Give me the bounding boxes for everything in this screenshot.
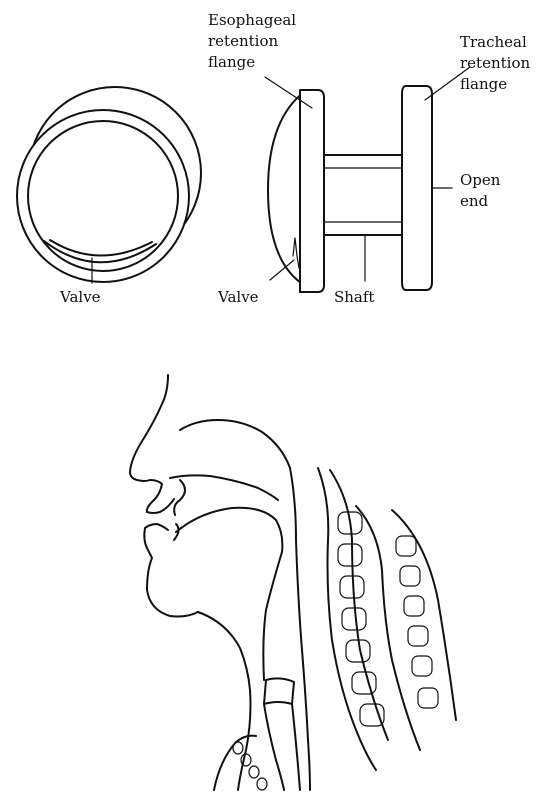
label-open-2: end [460, 192, 489, 210]
nasal-floor [180, 420, 290, 468]
vertebra [342, 608, 366, 630]
posterior-pharyngeal-wall [290, 468, 310, 790]
shaft [320, 155, 410, 235]
label-tracheal-1: Tracheal [460, 33, 527, 51]
front-view [17, 87, 201, 283]
spinous-process [418, 688, 438, 708]
tracheal-ring [249, 766, 259, 778]
vertebra [338, 544, 362, 566]
tracheal-ring [257, 778, 267, 790]
tongue [176, 508, 282, 552]
tracheal-ring [241, 754, 251, 766]
label-valve-left: Valve [59, 288, 101, 306]
label-tracheal-3: flange [460, 75, 507, 93]
label-valve-right: Valve [217, 288, 259, 306]
spinous-process [400, 566, 420, 586]
trachea-front [264, 704, 284, 790]
spine-canal-back [356, 506, 420, 750]
side-view [265, 67, 470, 292]
hard-palate [170, 475, 278, 500]
label-esophageal-1: Esophageal [208, 11, 296, 29]
label-esophageal-2: retention [208, 32, 278, 50]
label-shaft: Shaft [334, 288, 374, 306]
vertebra [352, 672, 376, 694]
chin-jaw [144, 528, 198, 617]
face-profile-upper [130, 375, 174, 513]
label-open-1: Open [460, 171, 501, 189]
spinous-process [404, 596, 424, 616]
head-neck-section [130, 375, 456, 790]
tracheal-flange [402, 86, 432, 290]
lower-lip [145, 524, 168, 530]
trachea-back [292, 704, 300, 790]
upper-teeth [174, 480, 185, 515]
esophageal-flange [300, 90, 324, 292]
label-tracheal-2: retention [460, 54, 530, 72]
spinous-process [412, 656, 432, 676]
spinous-process [408, 626, 428, 646]
spine-front-line [318, 468, 376, 770]
label-esophageal-3: flange [208, 53, 255, 71]
tracheal-ring [233, 742, 243, 754]
neck-front [198, 612, 251, 790]
spinous-process [396, 536, 416, 556]
esophageal-dome [268, 92, 304, 285]
anterior-airway-wall [263, 552, 282, 680]
prosthesis-in-place [264, 678, 294, 704]
